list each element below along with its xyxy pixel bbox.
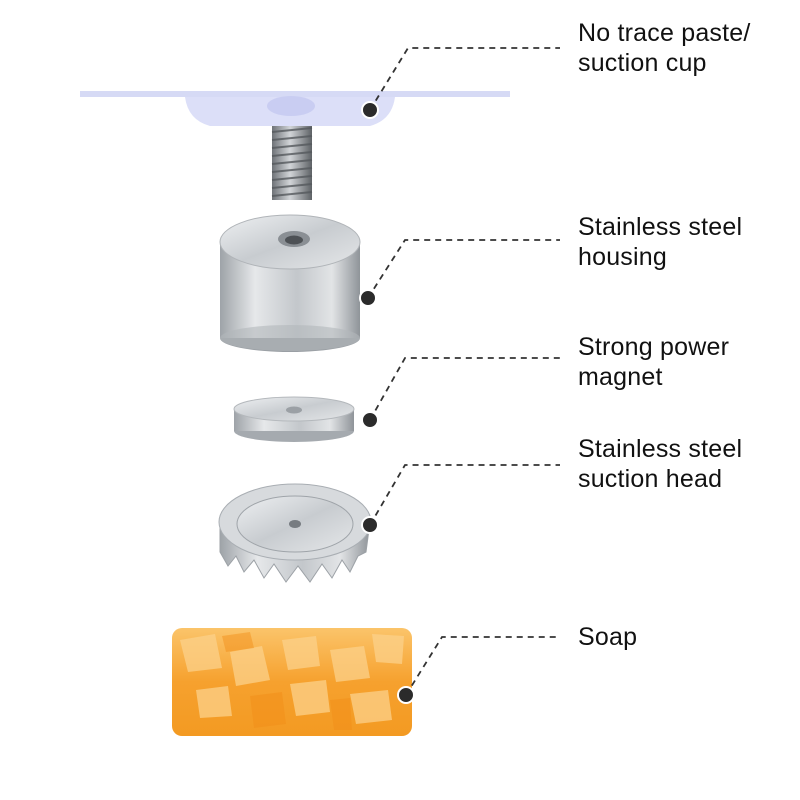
leader-dot-suction-cup <box>361 101 379 119</box>
label-housing-line-2: housing <box>578 243 667 271</box>
magnet-center-hole <box>286 406 302 414</box>
threaded-screw <box>271 126 313 200</box>
soap-bar <box>172 628 412 736</box>
label-housing: Stainless steel housing <box>578 212 742 272</box>
leader-line-suction-head <box>369 464 560 526</box>
suction-cup-hub <box>267 96 315 116</box>
stainless-steel-housing <box>219 214 361 352</box>
wall-plate <box>80 91 510 97</box>
leader-dot-soap <box>397 686 415 704</box>
label-suction-cup-line-1: No trace paste/ <box>578 19 751 47</box>
label-magnet: Strong power magnet <box>578 332 729 392</box>
suction-cup-part <box>80 91 510 126</box>
leader-dots <box>359 101 415 704</box>
leader-lines <box>367 47 560 696</box>
label-soap-line-1: Soap <box>578 623 638 651</box>
leader-dot-suction-head <box>361 516 379 534</box>
label-suction-head: Stainless steel suction head <box>578 434 742 494</box>
leader-line-magnet <box>369 357 560 421</box>
label-magnet-line-2: magnet <box>578 363 663 391</box>
stainless-steel-suction-head <box>218 483 372 583</box>
magnetic-field-lines-upper <box>243 350 346 402</box>
leader-dot-magnet <box>361 411 379 429</box>
label-suction-head-line-1: Stainless steel <box>578 435 743 463</box>
suction-head-center-hole <box>289 520 301 528</box>
leader-line-soap <box>405 636 560 696</box>
label-housing-line-1: Stainless steel <box>578 213 743 241</box>
leader-line-suction-cup <box>369 47 560 111</box>
label-soap: Soap <box>578 622 637 652</box>
strong-power-magnet <box>233 396 355 442</box>
leader-dot-housing <box>359 289 377 307</box>
label-magnet-line-1: Strong power <box>578 333 730 361</box>
label-suction-head-line-2: suction head <box>578 465 723 493</box>
leader-line-housing <box>367 239 560 299</box>
label-suction-cup-line-2: suction cup <box>578 49 707 77</box>
label-suction-cup: No trace paste/ suction cup <box>578 18 751 78</box>
